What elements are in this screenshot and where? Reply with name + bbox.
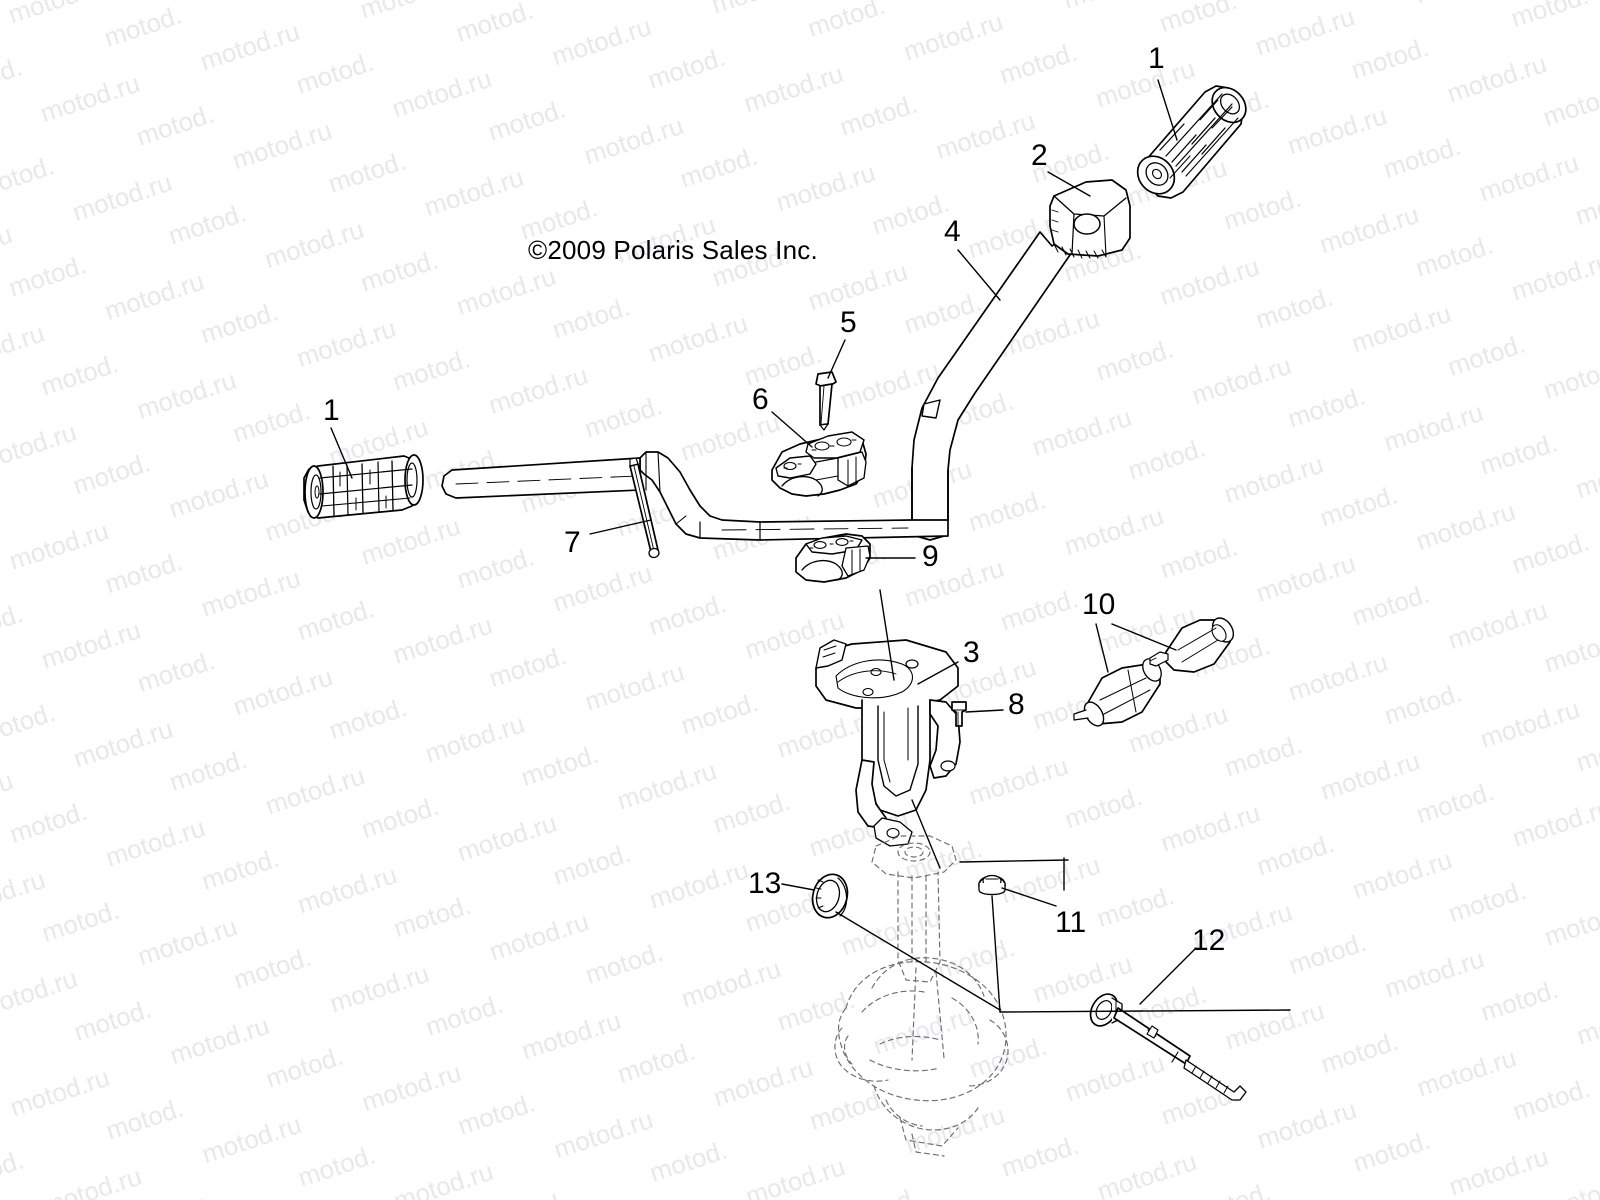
callout-1-right: 1 [1148, 42, 1165, 75]
part-throttle-housing [1049, 179, 1131, 259]
part-clamp-lower [795, 533, 871, 583]
callout-8: 8 [1008, 688, 1025, 721]
callout-1-left: 1 [323, 394, 340, 427]
part-clamp-upper [771, 431, 867, 497]
callout-4: 4 [944, 215, 961, 248]
callout-6: 6 [752, 383, 769, 416]
callout-13: 13 [748, 867, 782, 900]
part-bushing-spacer-left [1073, 658, 1162, 727]
part-grip-left [303, 454, 424, 519]
callout-2: 2 [1031, 139, 1048, 172]
callout-10: 10 [1082, 588, 1116, 621]
callout-11: 11 [1055, 906, 1087, 939]
callout-7: 7 [564, 526, 581, 559]
part-grip-right [1136, 85, 1247, 199]
callout-5: 5 [840, 306, 857, 339]
callout-12: 12 [1192, 924, 1226, 957]
copyright-notice: ©2009 Polaris Sales Inc. [528, 235, 818, 265]
part-mounting-bracket [815, 639, 961, 847]
callout-3: 3 [963, 636, 980, 669]
part-bearing-ring [811, 873, 849, 919]
part-grommet [978, 874, 1006, 896]
part-shaft-bolt [1089, 993, 1247, 1101]
callout-9: 9 [922, 540, 939, 573]
part-bushing-spacer-right [1149, 617, 1235, 673]
part-clamp-bolt [815, 371, 837, 431]
